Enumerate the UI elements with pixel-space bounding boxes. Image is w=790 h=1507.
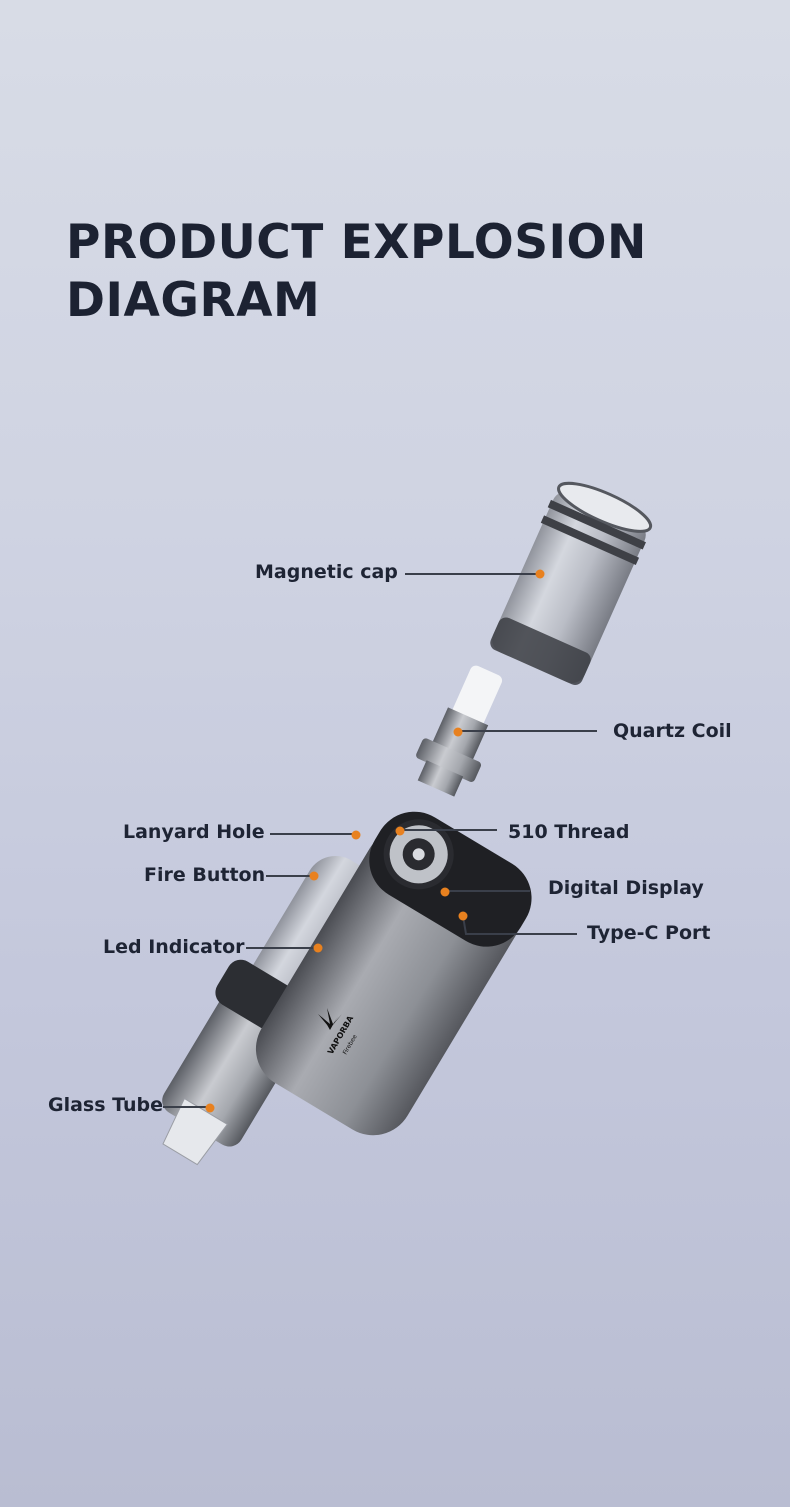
label-digital-display: Digital Display (548, 877, 704, 899)
label-lanyard-hole: Lanyard Hole (123, 821, 265, 843)
label-magnetic-cap: Magnetic cap (255, 561, 398, 583)
label-fire-button: Fire Button (144, 864, 266, 886)
label-type-c-port: Type-C Port (587, 922, 711, 944)
quartz-coil (416, 665, 503, 797)
device-body (162, 811, 532, 1166)
leader-lines (163, 573, 597, 1108)
label-led-indicator: Led Indicator (103, 936, 245, 958)
magnetic-cap (490, 481, 653, 685)
title-line-1: PRODUCT EXPLOSION (66, 215, 647, 270)
callout-dots (205, 569, 545, 1113)
label-glass-tube: Glass Tube (48, 1094, 164, 1116)
page-title: PRODUCT EXPLOSION DIAGRAM (66, 214, 647, 330)
brand-logo (318, 1008, 342, 1030)
title-line-2: DIAGRAM (66, 273, 321, 328)
label-quartz-coil: Quartz Coil (613, 720, 732, 742)
label-510-thread: 510 Thread (508, 821, 630, 843)
